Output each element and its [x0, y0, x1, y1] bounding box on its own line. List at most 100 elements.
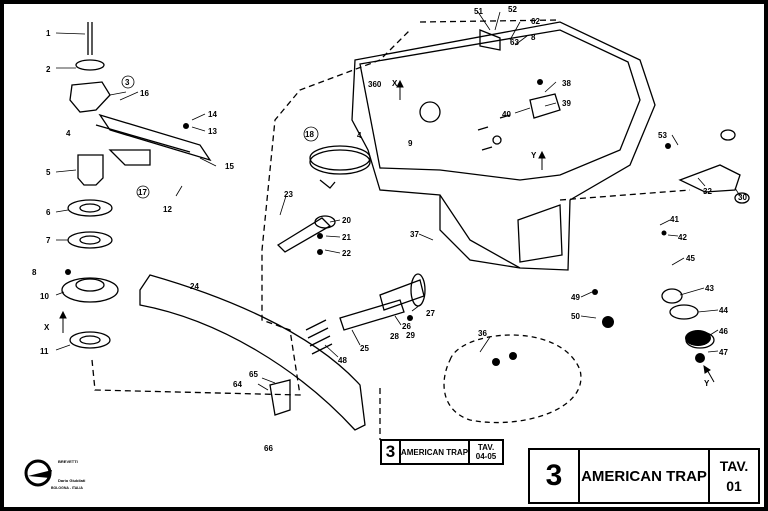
callout-6: 6 — [46, 208, 51, 217]
bearing-hole — [419, 101, 441, 123]
callout-43: 43 — [705, 284, 714, 293]
manufacturer-logo: BREVETTI Dario Giubilati BOLOGNA - ITALI… — [24, 456, 98, 502]
spring — [305, 319, 333, 355]
reference-number: 3 — [382, 441, 401, 463]
body-box-lower — [439, 195, 521, 269]
callout-20: 20 — [342, 216, 351, 225]
callout-66: 66 — [264, 444, 273, 453]
callout-30: 30 — [738, 193, 747, 202]
callout-4b: 4 — [357, 131, 362, 140]
arm-3 — [69, 81, 111, 113]
callout-32: 32 — [703, 187, 712, 196]
title-tav-number: 01 — [726, 478, 742, 494]
callout-48: 48 — [338, 356, 347, 365]
callout-52: 52 — [508, 5, 517, 14]
callout-45: 45 — [686, 254, 695, 263]
axis-label-x-body: X — [392, 79, 398, 88]
callout-5: 5 — [46, 168, 51, 177]
axis-label-y-right: Y — [531, 151, 537, 160]
callout-24: 24 — [190, 282, 199, 291]
callout-37: 37 — [410, 230, 419, 239]
callout-65: 65 — [249, 370, 258, 379]
title-number: 3 — [530, 450, 580, 502]
callout-25: 25 — [360, 344, 369, 353]
reference-tav: TAV. 04-05 — [470, 441, 502, 463]
trap-body-housing — [351, 21, 656, 271]
callout-28: 28 — [390, 332, 399, 341]
callout-64: 64 — [233, 380, 242, 389]
pulley-18 — [309, 149, 371, 175]
callout-38: 38 — [562, 79, 571, 88]
callout-42: 42 — [678, 233, 687, 242]
reference-name: AMERICAN TRAP — [401, 441, 471, 463]
callout-40: 40 — [502, 110, 511, 119]
callout-51: 51 — [474, 7, 483, 16]
handle-32 — [678, 164, 741, 193]
callout-39: 39 — [562, 99, 571, 108]
callout-62: 62 — [531, 17, 540, 26]
bracket-17 — [108, 149, 151, 166]
callout-26: 26 — [402, 322, 411, 331]
callout-15: 15 — [225, 162, 234, 171]
shaft-25 — [339, 299, 405, 331]
callout-9: 9 — [408, 139, 413, 148]
logo-emblem-icon — [24, 459, 52, 487]
title-tav: TAV. 01 — [710, 450, 758, 502]
logo-brevetti: BREVETTI — [58, 459, 78, 464]
callout-36: 36 — [478, 329, 487, 338]
callout-4: 4 — [66, 129, 71, 138]
callout-47: 47 — [719, 348, 728, 357]
callout-2: 2 — [46, 65, 51, 74]
callout-27: 27 — [426, 309, 435, 318]
logo-company: Dario Giubilati — [58, 478, 86, 483]
callout-23: 23 — [284, 190, 293, 199]
callout-49: 49 — [571, 293, 580, 302]
base-dashed — [443, 334, 582, 424]
axis-label-x-left: X — [44, 323, 50, 332]
reference-tav-label: TAV. — [477, 443, 495, 452]
lever-39 — [529, 93, 561, 119]
callout-8: 8 — [32, 268, 37, 277]
callout-8b: 63 — [510, 38, 519, 47]
callout-14: 14 — [208, 110, 217, 119]
reference-tav-number: 04-05 — [475, 452, 497, 461]
title-name: AMERICAN TRAP — [580, 450, 710, 502]
throwing-arm — [139, 274, 366, 431]
bracket-66 — [269, 379, 291, 416]
callout-360: 360 — [368, 80, 382, 89]
logo-city: BOLOGNA - ITALIA — [51, 486, 83, 490]
callout-50: 50 — [571, 312, 580, 321]
sleeve-5 — [77, 154, 104, 186]
callout-17: 17 — [138, 188, 147, 197]
callout-13: 13 — [208, 127, 217, 136]
bar-15 — [98, 113, 212, 162]
callout-21: 21 — [342, 233, 351, 242]
callout-3: 3 — [125, 78, 130, 87]
callout-44: 44 — [719, 306, 728, 315]
callout-12: 12 — [163, 205, 172, 214]
axis-label-y-lower: Y — [704, 379, 710, 388]
callout-16: 16 — [140, 89, 149, 98]
callout-18: 18 — [305, 130, 314, 139]
callout-41: 41 — [670, 215, 679, 224]
callout-46: 46 — [719, 327, 728, 336]
callout-11: 11 — [40, 347, 49, 356]
callout-10: 10 — [40, 292, 49, 301]
callout-1: 1 — [46, 29, 51, 38]
body-holes — [477, 114, 511, 151]
reference-block: 3 AMERICAN TRAP TAV. 04-05 — [380, 439, 504, 465]
shaft-1 — [87, 22, 93, 55]
callout-63: 8 — [531, 33, 536, 42]
clamp-52 — [479, 29, 501, 51]
body-top-plate — [359, 29, 641, 181]
title-block: 3 AMERICAN TRAP TAV. 01 — [528, 448, 760, 504]
callout-53: 53 — [658, 131, 667, 140]
dashed-outline — [91, 29, 411, 396]
connecting-rod — [276, 217, 332, 253]
callout-29: 29 — [406, 331, 415, 340]
title-tav-label: TAV. — [719, 458, 749, 474]
callout-7: 7 — [46, 236, 51, 245]
callout-22: 22 — [342, 249, 351, 258]
